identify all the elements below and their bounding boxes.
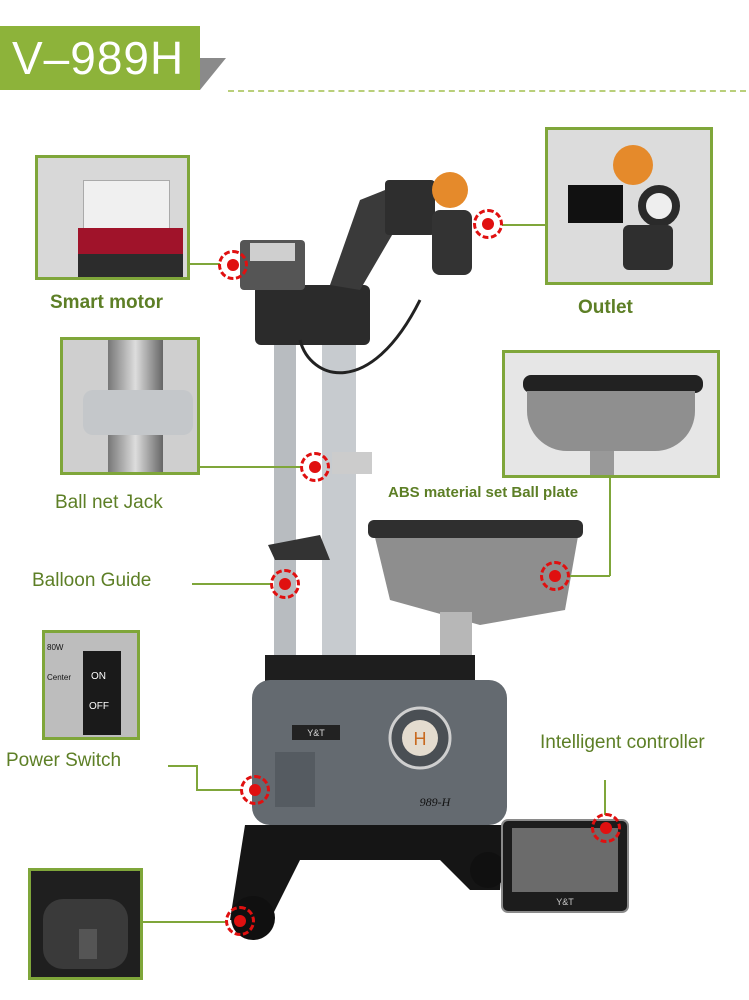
pole-right [322,330,356,665]
hotspot-controller[interactable] [591,813,621,843]
cables [298,299,422,375]
hotspot-power-switch[interactable] [240,775,270,805]
motor-grill [250,243,295,261]
label-ball-plate: ABS material set Ball plate [388,484,579,501]
label-intelligent-controller: Intelligent controller [540,732,705,753]
hotspot-smart-motor[interactable] [218,250,248,280]
base-grill [275,752,315,807]
brand-plate-text: Y&T [307,728,325,738]
inset-smart-motor [35,155,190,280]
label-outlet: Outlet [578,297,633,318]
model-plate-text: 989-H [420,795,452,809]
switch-off-label: OFF [89,701,109,712]
connector-wheel [143,921,228,923]
connector-power-switch-h2 [196,789,242,791]
connector-power-switch-d [196,766,198,790]
connector-controller [604,780,606,815]
outlet-body [432,210,472,275]
controller-brand: Y&T [556,897,574,907]
hotspot-ball-net-jack[interactable] [300,452,330,482]
connector-outlet [502,224,545,226]
inset-power-switch: ON OFF 80W Center [42,630,140,740]
header-divider [228,90,746,92]
base-body [252,680,507,825]
base-badge-letter: H [414,729,427,749]
label-ball-net-jack: Ball net Jack [55,492,163,513]
hotspot-outlet[interactable] [473,209,503,239]
connector-power-switch-h [168,765,198,767]
switch-side-bottom: Center [47,673,72,682]
balloon-guide [268,535,330,560]
ball-plate-neck [440,612,472,662]
model-banner: V–989H [0,26,200,90]
switch-side-top: 80W [47,643,64,652]
connector-balloon-guide [192,583,270,585]
inset-outlet [545,127,713,285]
clamp [332,452,372,474]
hotspot-ball-plate[interactable] [540,561,570,591]
ball-plate [372,525,580,625]
hotspot-wheel[interactable] [225,906,255,936]
inset-ball-plate [502,350,720,478]
connector-ball-net-jack [200,466,300,468]
pole-left [274,335,296,665]
label-power-switch: Power Switch [6,750,122,771]
head-box [385,180,435,235]
base-feet [230,825,505,920]
banner-tail [200,58,226,90]
outlet-wheel [432,172,468,208]
label-smart-motor: Smart motor [50,292,163,313]
inset-wheel [28,868,143,980]
brand-plate [292,725,340,740]
label-balloon-guide: Balloon Guide [32,570,152,591]
connector-ball-plate-v [609,478,611,576]
head-base [255,285,370,345]
hotspot-balloon-guide[interactable] [270,569,300,599]
ball-plate-rim [368,520,583,538]
connector-smart-motor [190,263,220,265]
switch-on-label: ON [91,671,106,682]
arm [330,190,395,290]
inset-ball-net-jack [60,337,200,475]
connector-ball-plate-h [570,575,610,577]
